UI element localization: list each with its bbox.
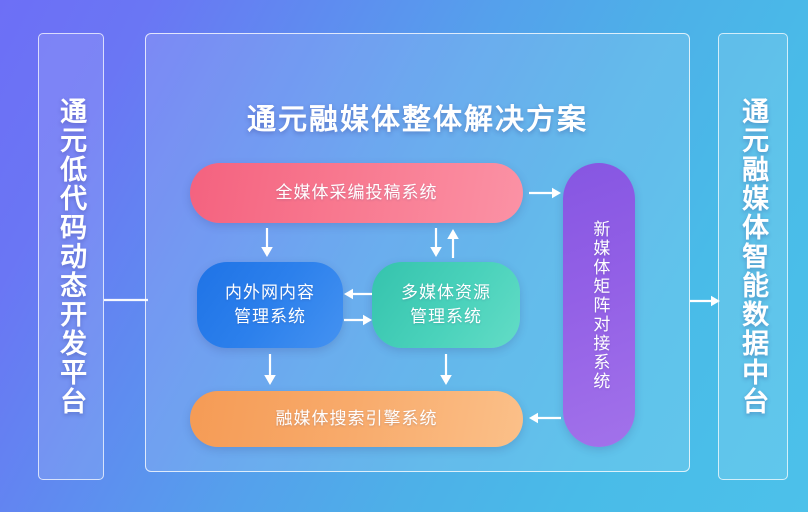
connector-mam-to-cms — [344, 287, 372, 301]
connector-collect-to-cms — [259, 228, 275, 258]
node-collect-system[interactable]: 全媒体采编投稿系统 — [190, 163, 523, 223]
connector-cms-to-mam — [344, 313, 372, 327]
page-title: 通元融媒体整体解决方案 — [246, 104, 588, 136]
node-matrix-label: 新媒体矩阵对接系统 — [590, 219, 610, 391]
node-matrix-system[interactable]: 新媒体矩阵对接系统 — [563, 163, 635, 447]
connector-left-panel-to-main — [104, 297, 148, 303]
node-mam-label-line1: 多媒体资源 — [401, 282, 491, 302]
node-mam-label-line2: 管理系统 — [410, 307, 482, 326]
connector-collect-to-matrix — [529, 186, 561, 200]
node-cms-system[interactable]: 内外网内容 管理系统 — [197, 262, 343, 348]
connector-mam-to-search — [438, 354, 454, 386]
connector-collect-to-mam — [428, 228, 444, 258]
node-cms-label-line2: 管理系统 — [234, 307, 306, 326]
connector-mam-to-collect — [445, 228, 461, 258]
connector-main-to-right-panel — [690, 294, 720, 308]
connector-matrix-to-search — [529, 411, 561, 425]
node-search-label: 融媒体搜索引擎系统 — [275, 408, 438, 428]
node-mam-label: 多媒体资源 管理系统 — [401, 281, 491, 329]
node-cms-label-line1: 内外网内容 — [225, 282, 315, 302]
node-collect-label: 全媒体采编投稿系统 — [275, 182, 438, 202]
node-mam-system[interactable]: 多媒体资源 管理系统 — [372, 262, 520, 348]
node-cms-label: 内外网内容 管理系统 — [225, 281, 315, 329]
right-platform-panel[interactable]: 通元融媒体智能数据中台 — [718, 33, 788, 480]
left-platform-panel[interactable]: 通元低代码动态开发平台 — [38, 33, 104, 480]
left-platform-label: 通元低代码动态开发平台 — [56, 97, 87, 416]
right-platform-label: 通元融媒体智能数据中台 — [738, 97, 769, 416]
connector-cms-to-search — [262, 354, 278, 386]
node-search-system[interactable]: 融媒体搜索引擎系统 — [190, 391, 523, 447]
